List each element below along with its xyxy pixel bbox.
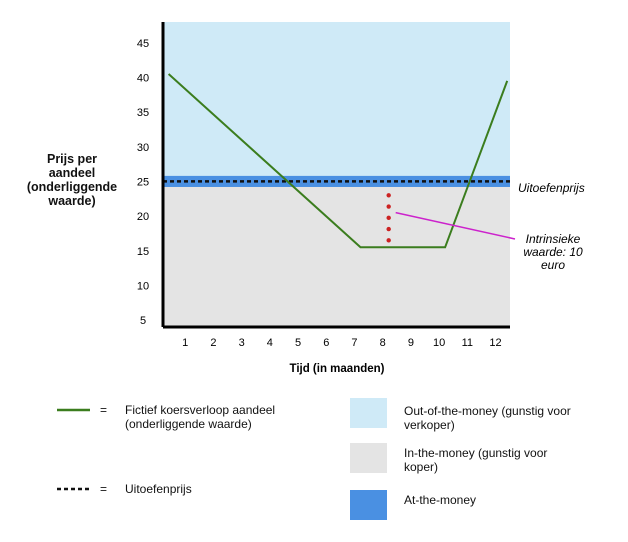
x-tick-label: 5 (295, 337, 301, 349)
y-tick-label: 30 (137, 142, 149, 154)
x-axis-label: Tijd (in maanden) (290, 363, 385, 375)
price-line (167, 73, 509, 249)
y-tick-labels: 5 10 15 20 25 30 35 40 45 (137, 38, 149, 327)
x-tick-label: 10 (433, 337, 445, 349)
chart-bands (163, 22, 510, 327)
legend-atm-label: At-the-money (404, 493, 477, 507)
y-tick-label: 20 (137, 211, 149, 223)
y-tick-label: 10 (137, 280, 149, 292)
x-tick-label: 8 (380, 337, 386, 349)
intrinsic-value-dot (386, 215, 391, 221)
x-tick-label: 2 (210, 337, 216, 349)
intrinsic-value-dot (386, 226, 391, 232)
y-tick-label: 15 (137, 246, 149, 258)
x-tick-label: 11 (462, 337, 473, 349)
x-tick-label: 9 (408, 337, 414, 349)
strike-price-label: Uitoefenprijs (518, 181, 585, 195)
x-tick-label: 7 (351, 337, 357, 349)
legend-otm-label: Out-of-the-money (gunstig voor verkoper) (404, 404, 571, 432)
legend-otm-swatch (350, 398, 387, 428)
intrinsic-value-dot (386, 193, 391, 198)
legend-itm-swatch (350, 443, 387, 473)
legend-dashed-equals: = (100, 482, 108, 496)
legend-atm-swatch (350, 490, 387, 520)
x-tick-label: 1 (182, 337, 188, 349)
out-of-the-money-band (163, 22, 510, 182)
annotation-group (386, 193, 516, 243)
at-the-money-band (163, 175, 510, 187)
y-tick-label: 40 (137, 72, 149, 84)
y-axis-label: Prijs per aandeel (onderliggende waarde) (26, 152, 118, 208)
intrinsic-value-dot (386, 238, 391, 243)
x-tick-label: 4 (267, 337, 273, 349)
intrinsic-value-dot (386, 204, 391, 209)
y-tick-label: 45 (137, 38, 149, 50)
legend-itm-label: In-the-money (gunstig voor koper) (404, 446, 548, 474)
y-tick-label: 25 (137, 176, 149, 188)
axes-group (161, 22, 510, 329)
legend-line-equals: = (100, 403, 108, 417)
annotation-pointer-line (395, 211, 516, 240)
y-tick-label: 35 (137, 107, 149, 119)
legend-dashed-label: Uitoefenprijs (125, 482, 192, 496)
price-series-group (167, 73, 509, 249)
legend-line-label: Fictief koersverloop aandeel (onderligge… (125, 403, 276, 431)
x-tick-label: 3 (239, 337, 245, 349)
in-the-money-band (163, 181, 510, 327)
x-tick-label: 12 (489, 337, 501, 349)
x-tick-label: 6 (323, 337, 329, 349)
y-tick-label: 5 (140, 315, 146, 327)
